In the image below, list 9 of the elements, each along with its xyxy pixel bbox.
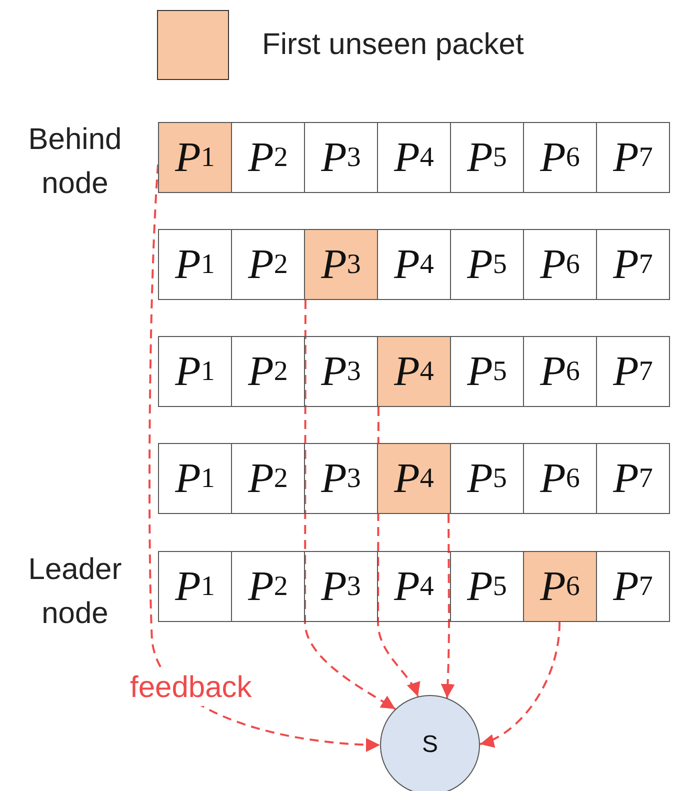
row-label: Leader node: [27, 552, 123, 632]
source-circle: S: [380, 695, 480, 791]
dashed-arrow: [148, 164, 380, 752]
dashed-arrow: [304, 300, 396, 710]
legend-label: First unseen packet: [262, 27, 524, 63]
dashed-arrow: [440, 514, 455, 698]
row-label: Behind node: [27, 122, 123, 202]
edge-label: feedback: [128, 670, 254, 706]
dashed-arrow: [480, 622, 560, 746]
